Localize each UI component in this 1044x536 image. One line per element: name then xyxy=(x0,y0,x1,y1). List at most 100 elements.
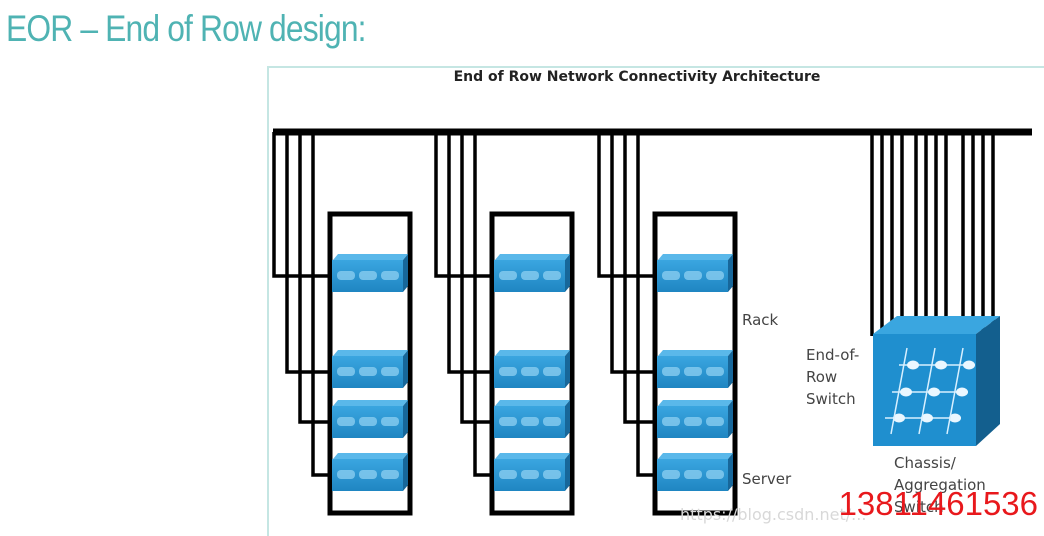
fabric-node-icon xyxy=(935,360,947,370)
server-top-face xyxy=(495,400,570,406)
server-port-icon xyxy=(521,271,539,280)
server-port-icon xyxy=(706,470,724,479)
server xyxy=(657,254,733,292)
eor-switch-label-line-2: Row xyxy=(806,368,837,386)
fabric-node-icon xyxy=(893,413,905,423)
server xyxy=(657,453,733,491)
server-port-icon xyxy=(543,417,561,426)
server-port-icon xyxy=(662,417,680,426)
server-side-face xyxy=(565,400,570,438)
server-port-icon xyxy=(706,271,724,280)
server-cable xyxy=(460,132,492,424)
cables xyxy=(272,128,1032,477)
server-side-face xyxy=(403,453,408,491)
server-cable xyxy=(447,132,492,374)
server-port-icon xyxy=(684,417,702,426)
server-port-icon xyxy=(543,470,561,479)
server-top-face xyxy=(333,453,408,459)
server-port-icon xyxy=(359,367,377,376)
server-port-icon xyxy=(337,367,355,376)
end-of-row-switch xyxy=(873,316,1000,446)
server-top-face xyxy=(658,254,733,260)
fabric-line xyxy=(918,347,936,435)
server-port-icon xyxy=(706,367,724,376)
server-port-icon xyxy=(543,367,561,376)
rack-label: Rack xyxy=(742,311,779,329)
server-port-icon xyxy=(662,367,680,376)
fabric-line xyxy=(890,347,908,435)
chassis-label-line-2: Aggregation xyxy=(894,476,986,494)
server-top-face xyxy=(495,453,570,459)
server-label: Server xyxy=(742,470,792,488)
server-top-face xyxy=(495,254,570,260)
server-cable xyxy=(610,132,655,374)
server xyxy=(332,453,408,491)
chassis-label-line-3: Switch xyxy=(894,498,944,516)
server-port-icon xyxy=(499,417,517,426)
fabric-node-icon xyxy=(921,413,933,423)
server xyxy=(657,350,733,388)
rack-frame xyxy=(327,211,413,516)
eor-switch-label-line-3: Switch xyxy=(806,390,856,408)
server xyxy=(332,400,408,438)
server-port-icon xyxy=(662,470,680,479)
server-top-face xyxy=(658,400,733,406)
server-top-face xyxy=(495,350,570,356)
server-port-icon xyxy=(381,367,399,376)
server-side-face xyxy=(565,453,570,491)
rack-frame xyxy=(652,211,738,516)
server-port-icon xyxy=(381,271,399,280)
server-port-icon xyxy=(499,367,517,376)
server-cable xyxy=(311,132,330,477)
eor-architecture-diagram: Rack Server End-of- Row Switch Chassis/ … xyxy=(272,128,1032,516)
server-cable xyxy=(434,132,492,278)
server xyxy=(494,400,570,438)
server-port-icon xyxy=(684,470,702,479)
server xyxy=(494,350,570,388)
server-port-icon xyxy=(337,470,355,479)
server-port-icon xyxy=(662,271,680,280)
server-cable xyxy=(623,132,655,424)
fabric-node-icon xyxy=(963,360,975,370)
server-cable xyxy=(285,132,330,374)
server-side-face xyxy=(728,350,733,388)
server-port-icon xyxy=(381,470,399,479)
server-port-icon xyxy=(359,417,377,426)
server-top-face xyxy=(658,350,733,356)
server-port-icon xyxy=(337,417,355,426)
server-port-icon xyxy=(499,271,517,280)
server-cable xyxy=(636,132,655,477)
diagram-title: End of Row Network Connectivity Architec… xyxy=(453,69,821,85)
server-top-face xyxy=(658,453,733,459)
server xyxy=(332,254,408,292)
server-side-face xyxy=(403,350,408,388)
server-port-icon xyxy=(521,417,539,426)
server-port-icon xyxy=(521,470,539,479)
chassis-label-line-1: Chassis/ xyxy=(894,454,957,472)
server-cable xyxy=(272,132,330,278)
server xyxy=(494,254,570,292)
server-port-icon xyxy=(543,271,561,280)
server-port-icon xyxy=(359,470,377,479)
server-port-icon xyxy=(337,271,355,280)
fabric-node-icon xyxy=(907,360,919,370)
server xyxy=(494,453,570,491)
racks xyxy=(327,211,738,516)
server-side-face xyxy=(728,254,733,292)
server-port-icon xyxy=(381,417,399,426)
server-side-face xyxy=(728,453,733,491)
server-port-icon xyxy=(706,417,724,426)
server-port-icon xyxy=(684,367,702,376)
server-port-icon xyxy=(684,271,702,280)
fabric-node-icon xyxy=(900,387,912,397)
server-port-icon xyxy=(359,271,377,280)
server-side-face xyxy=(565,254,570,292)
switch-side-face xyxy=(976,316,1000,446)
server xyxy=(657,400,733,438)
phone-watermark: 13811461536 xyxy=(838,485,1038,522)
server-side-face xyxy=(403,400,408,438)
server-side-face xyxy=(403,254,408,292)
server-cable xyxy=(473,132,492,477)
server-cable xyxy=(597,132,655,278)
server-port-icon xyxy=(499,470,517,479)
